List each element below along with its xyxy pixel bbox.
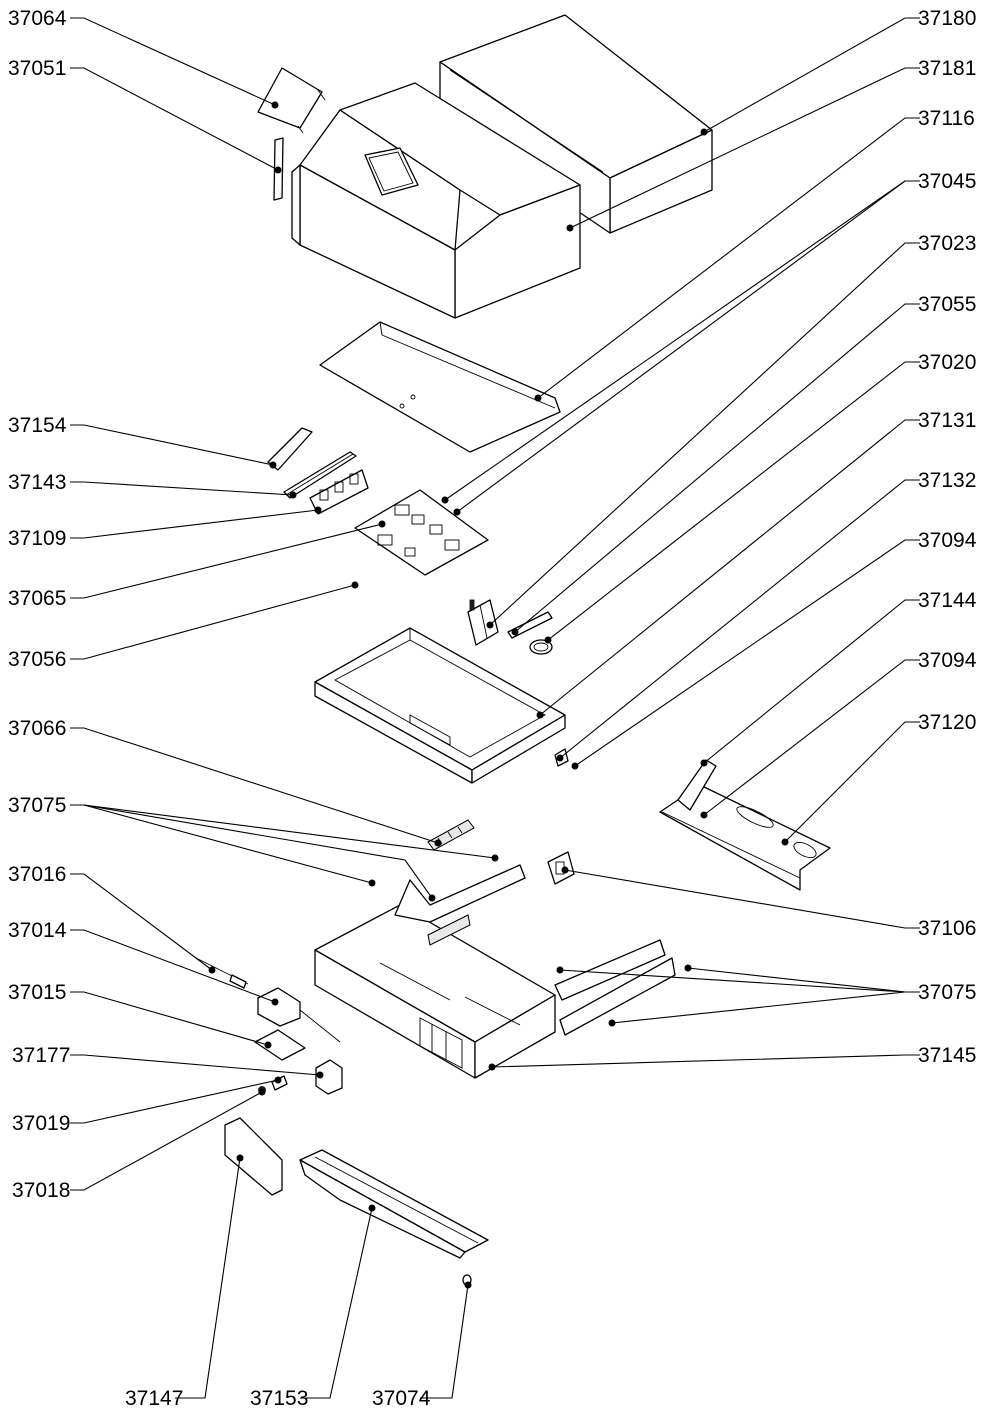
label-37181: 37181 [918, 57, 976, 80]
label-37145: 37145 [918, 1044, 976, 1067]
label-37094-upper: 37094 [918, 529, 977, 552]
label-37045: 37045 [918, 170, 976, 193]
part-labels: 37064 37051 37154 37143 37109 37065 3705… [8, 7, 977, 1410]
label-37066: 37066 [8, 717, 66, 740]
part-cable [195, 957, 249, 989]
label-37065: 37065 [8, 587, 66, 610]
label-37109: 37109 [8, 527, 66, 550]
label-37131: 37131 [918, 409, 976, 432]
label-37144: 37144 [918, 589, 977, 612]
part-cover-37147 [224, 1117, 283, 1196]
leader-lines [70, 17, 920, 1399]
part-switch [547, 851, 575, 885]
label-37074: 37074 [372, 1387, 431, 1410]
label-37177: 37177 [12, 1044, 70, 1067]
label-37023: 37023 [918, 232, 976, 255]
part-main-chassis [314, 864, 676, 1079]
label-37116: 37116 [918, 107, 975, 130]
label-37051: 37051 [8, 57, 66, 80]
label-37075-left: 37075 [8, 794, 66, 817]
part-side-bracket [659, 759, 831, 891]
label-37132: 37132 [918, 469, 976, 492]
label-37064: 37064 [8, 7, 67, 30]
part-cover-plate [319, 321, 561, 453]
label-37153: 37153 [250, 1387, 308, 1410]
label-37154: 37154 [8, 414, 67, 437]
label-37020: 37020 [918, 351, 976, 374]
label-37055: 37055 [918, 293, 976, 316]
part-circuit-board [354, 489, 489, 576]
label-37016: 37016 [8, 863, 66, 886]
label-37015: 37015 [8, 981, 66, 1004]
part-lower-tray [314, 627, 566, 784]
part-relay-37177 [315, 1059, 343, 1095]
label-37014: 37014 [8, 919, 67, 942]
label-37018: 37018 [12, 1179, 70, 1202]
part-mount-plate [254, 1029, 306, 1061]
part-transformer [257, 987, 341, 1043]
label-37106: 37106 [918, 917, 976, 940]
label-37120: 37120 [918, 711, 976, 734]
label-37143: 37143 [8, 471, 66, 494]
label-37075-right: 37075 [918, 981, 976, 1004]
part-bracket-37064 [257, 67, 326, 134]
label-37094-lower: 37094 [918, 649, 977, 672]
part-bottom-plate [299, 1149, 489, 1259]
part-connector-strip [427, 819, 475, 851]
label-37019: 37019 [12, 1112, 70, 1135]
part-relay [467, 599, 499, 646]
label-37147: 37147 [125, 1387, 183, 1410]
part-sensor-ring [507, 611, 553, 655]
part-front-hood [291, 82, 581, 319]
label-37056: 37056 [8, 648, 66, 671]
label-37180: 37180 [918, 7, 976, 30]
